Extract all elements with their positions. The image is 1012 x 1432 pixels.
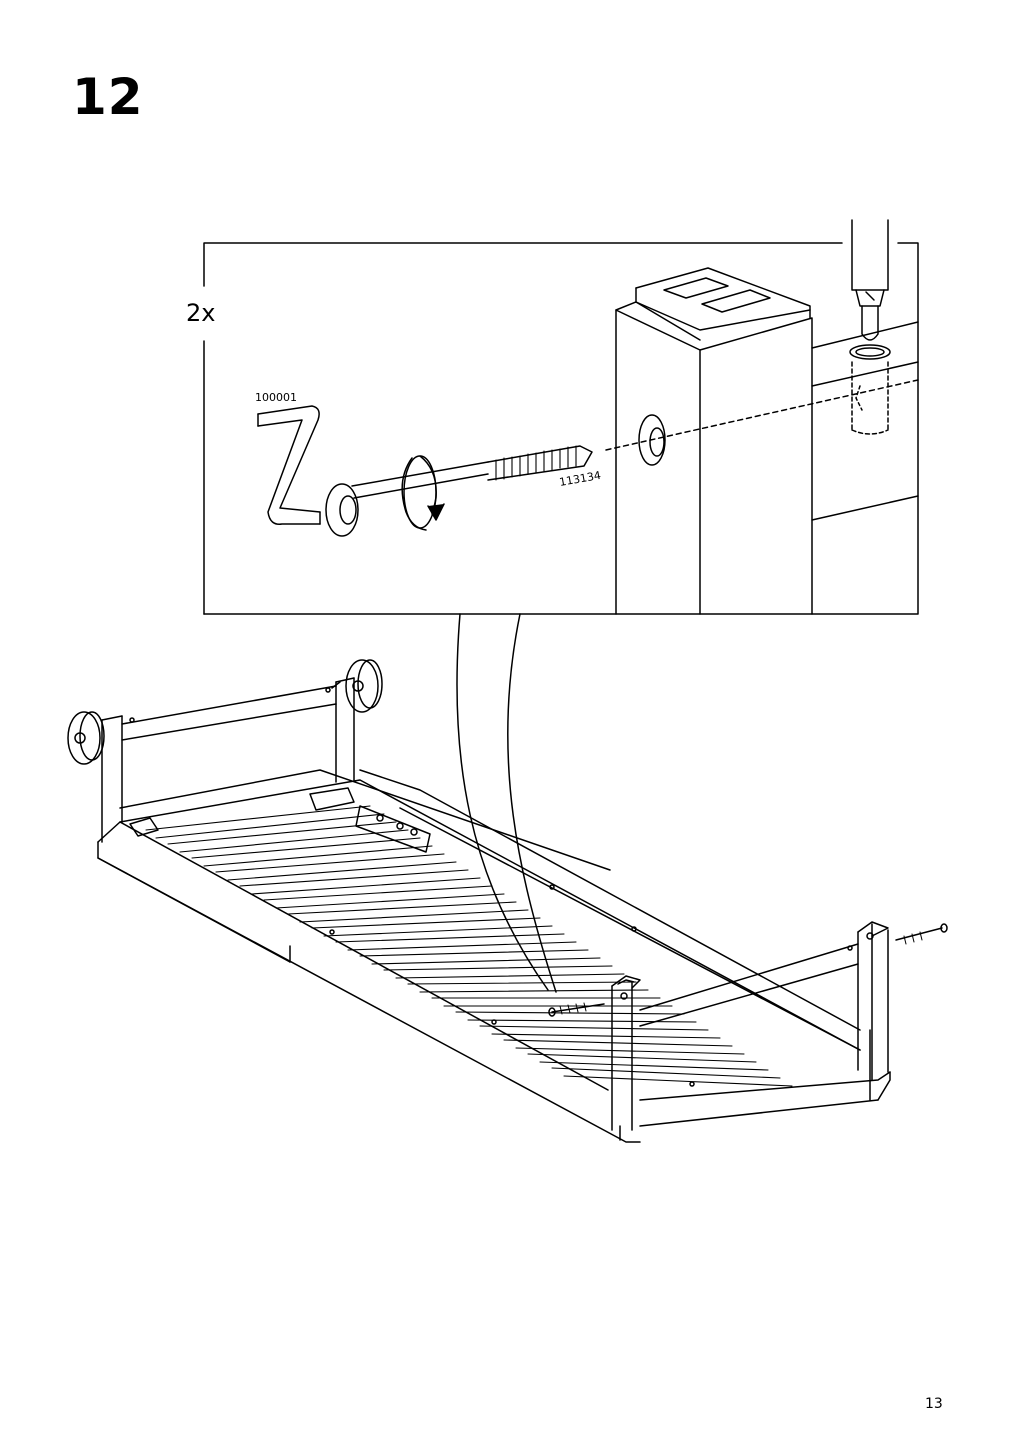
step-number: 12 [72, 68, 144, 126]
bench-leg-detail [605, 219, 919, 615]
quantity-label: 2x [186, 299, 215, 327]
allen-key-part-number: 100001 [255, 391, 297, 404]
detail-callout [203, 242, 919, 993]
bolt-part-number: 113134 [558, 469, 602, 489]
bolt-part [325, 445, 593, 537]
allen-key-part [257, 405, 321, 525]
page-number: 13 [925, 1396, 943, 1412]
bench-assembly [67, 659, 948, 1143]
